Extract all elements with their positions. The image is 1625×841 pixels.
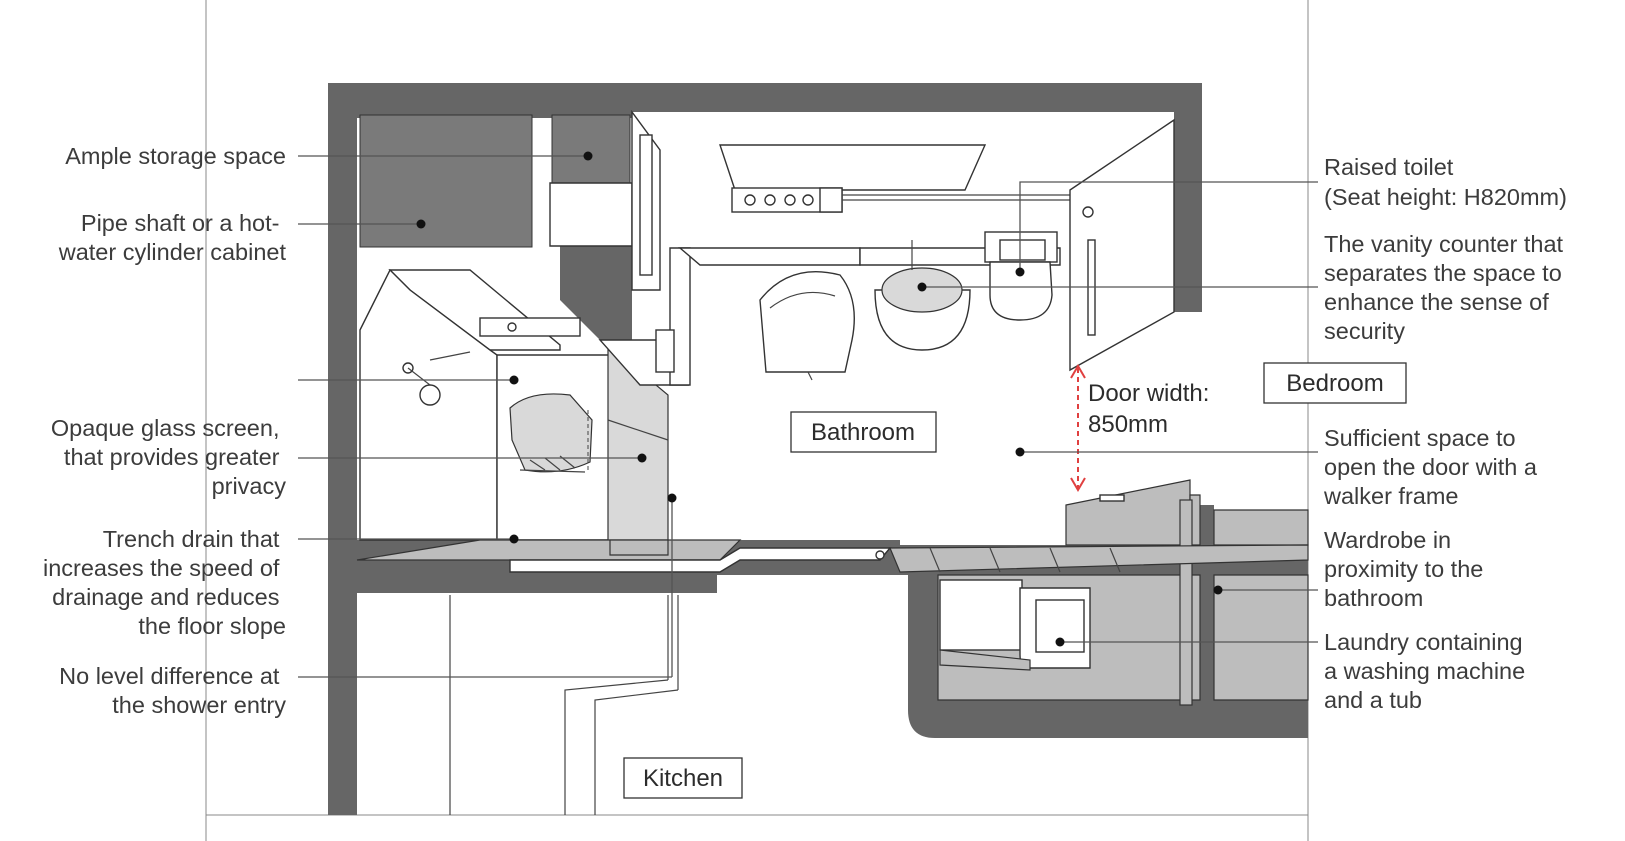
callout-trench-drain: Trench drain that increases the speed of… bbox=[43, 526, 519, 639]
door-width-arrow bbox=[1070, 364, 1086, 492]
callout-trench-drain-text: Trench drain that increases the speed of… bbox=[43, 526, 286, 639]
room-name-bathroom: Bathroom bbox=[811, 419, 915, 446]
callout-wardrobe: Wardrobe in proximity to the bathroom bbox=[1213, 527, 1490, 611]
callout-glass-screen: Opaque glass screen, that provides great… bbox=[51, 415, 647, 499]
callout-raised-toilet-text: Raised toilet (Seat height: H820mm) bbox=[1324, 154, 1567, 210]
callout-no-level-text: No level difference at the shower entry bbox=[59, 663, 286, 718]
room-label-bathroom: Bathroom bbox=[790, 411, 937, 453]
room-label-bedroom: Bedroom bbox=[1263, 362, 1407, 404]
trench-drain bbox=[356, 539, 1309, 573]
door-width-label-line2: 850mm bbox=[1088, 411, 1168, 438]
callout-raised-toilet: Raised toilet (Seat height: H820mm) bbox=[1015, 154, 1567, 277]
room-label-kitchen: Kitchen bbox=[623, 757, 743, 799]
callout-laundry: Laundry containing a washing machine and… bbox=[1055, 629, 1532, 713]
storage-cabinets bbox=[549, 109, 691, 386]
callout-vanity: The vanity counter that separates the sp… bbox=[917, 231, 1570, 344]
callout-storage-text: Ample storage space bbox=[65, 143, 286, 169]
callout-no-level: No level difference at the shower entry bbox=[59, 493, 677, 718]
callout-pipe-shaft: Pipe shaft or a hot- water cylinder cabi… bbox=[58, 210, 426, 265]
door-width-label-line1: Door width: bbox=[1088, 380, 1209, 407]
callout-glass-screen-text: Opaque glass screen, that provides great… bbox=[51, 415, 286, 499]
callout-shower-marker bbox=[298, 375, 519, 385]
callout-laundry-text: Laundry containing a washing machine and… bbox=[1324, 629, 1532, 713]
room-name-bedroom: Bedroom bbox=[1286, 370, 1383, 397]
kitchen-area bbox=[449, 595, 679, 815]
callout-pipe-shaft-text: Pipe shaft or a hot- water cylinder cabi… bbox=[58, 210, 287, 265]
laundry-area bbox=[937, 499, 1309, 706]
room-name-kitchen: Kitchen bbox=[643, 765, 723, 792]
callout-wardrobe-text: Wardrobe in proximity to the bathroom bbox=[1324, 527, 1490, 611]
callout-vanity-text: The vanity counter that separates the sp… bbox=[1324, 231, 1570, 344]
callout-storage: Ample storage space bbox=[65, 143, 593, 169]
toilet bbox=[984, 118, 1175, 372]
callout-door-space-text: Sufficient space to open the door with a… bbox=[1323, 425, 1544, 509]
shower-area bbox=[359, 268, 669, 556]
callout-door-space: Sufficient space to open the door with a… bbox=[1015, 425, 1544, 509]
